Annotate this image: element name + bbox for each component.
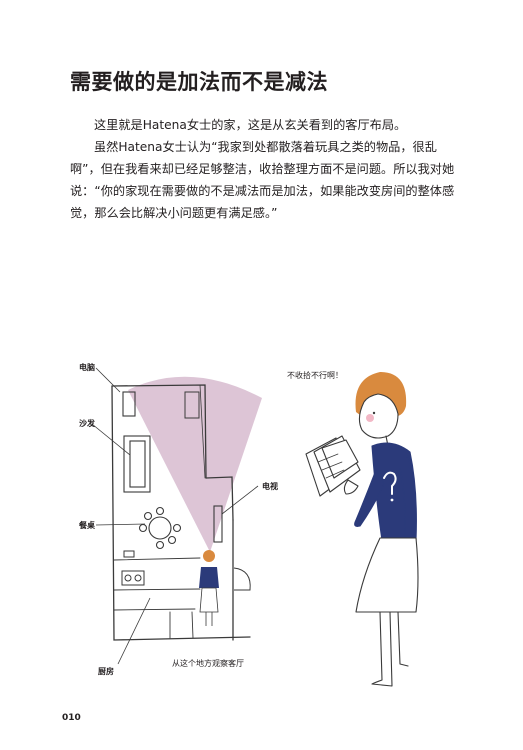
leader-tv bbox=[221, 485, 259, 515]
sofa bbox=[123, 435, 151, 493]
label-computer: 电脑 bbox=[79, 363, 95, 372]
paragraph-1: 这里就是Hatena女士的家，这是从玄关看到的客厅布局。 bbox=[94, 118, 407, 132]
body-text: 这里就是Hatena女士的家，这是从玄关看到的客厅布局。 虽然Hatena女士认… bbox=[70, 114, 460, 224]
page-title: 需要做的是加法而不是减法 bbox=[70, 70, 328, 94]
view-cone bbox=[128, 376, 262, 552]
window bbox=[184, 391, 200, 419]
leader-dining bbox=[95, 523, 146, 526]
speech-bubble: 不收拾不行啊！ bbox=[287, 371, 343, 380]
paragraph-2: 虽然Hatena女士认为“我家到处都散落着玩具之类的物品，很乱啊”，但在我看来却… bbox=[70, 140, 455, 220]
dining-table bbox=[138, 506, 182, 550]
computer-desk bbox=[122, 391, 136, 417]
kitchen-stove bbox=[121, 550, 145, 586]
label-dining-table: 餐桌 bbox=[79, 521, 95, 530]
leader-kitchen bbox=[117, 597, 151, 665]
label-sofa: 沙发 bbox=[79, 419, 95, 428]
label-tv: 电视 bbox=[262, 482, 278, 491]
papers-icon bbox=[305, 435, 361, 497]
leader-sofa bbox=[91, 423, 131, 456]
door bbox=[233, 567, 251, 591]
floorplan-caption: 从这个地方观察客厅 bbox=[172, 659, 244, 668]
tv bbox=[213, 505, 223, 543]
floor-plan bbox=[111, 384, 251, 641]
observer-figure bbox=[199, 550, 219, 626]
woman-figure bbox=[305, 372, 419, 687]
leader-computer bbox=[95, 367, 121, 393]
label-kitchen: 厨房 bbox=[98, 667, 114, 676]
page-number: 010 bbox=[62, 713, 81, 723]
